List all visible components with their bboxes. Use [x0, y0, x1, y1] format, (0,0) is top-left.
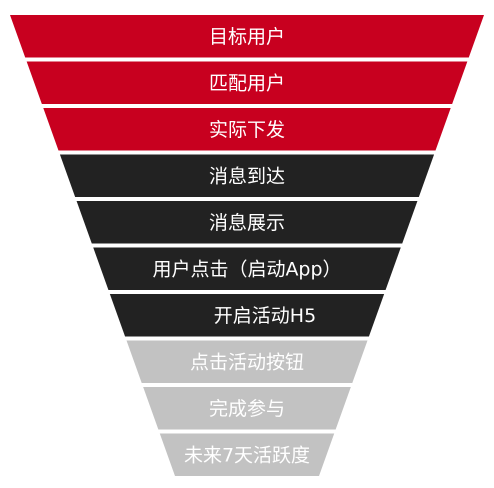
funnel-stage-2 — [26, 61, 468, 104]
funnel-stage-label: 目标用户 — [209, 26, 285, 48]
funnel-stage-label: 未来7天活跃度 — [184, 444, 310, 466]
funnel-stage-label: 点击活动按钮 — [190, 351, 304, 373]
funnel-stage-6 — [93, 247, 401, 290]
funnel-stage-label: 消息展示 — [209, 212, 285, 234]
funnel-stage-label: 用户点击（启动App） — [152, 258, 341, 280]
funnel-stage-1 — [10, 15, 484, 58]
funnel-stage-label: 匹配用户 — [209, 72, 285, 94]
funnel-stage-4 — [59, 154, 435, 197]
funnel-stage-label: 实际下发 — [209, 119, 285, 141]
funnel-stage-8 — [126, 340, 368, 383]
funnel-stage-7 — [109, 294, 385, 337]
funnel-stage-5 — [76, 201, 418, 244]
funnel-stage-label: 完成参与 — [209, 398, 285, 420]
funnel-stage-label: 开启活动H5 — [214, 305, 316, 327]
funnel-stage-3 — [43, 108, 451, 151]
funnel-stage-label: 消息到达 — [209, 165, 285, 187]
funnel-stage-10 — [159, 433, 335, 476]
funnel-stage-9 — [143, 387, 351, 430]
